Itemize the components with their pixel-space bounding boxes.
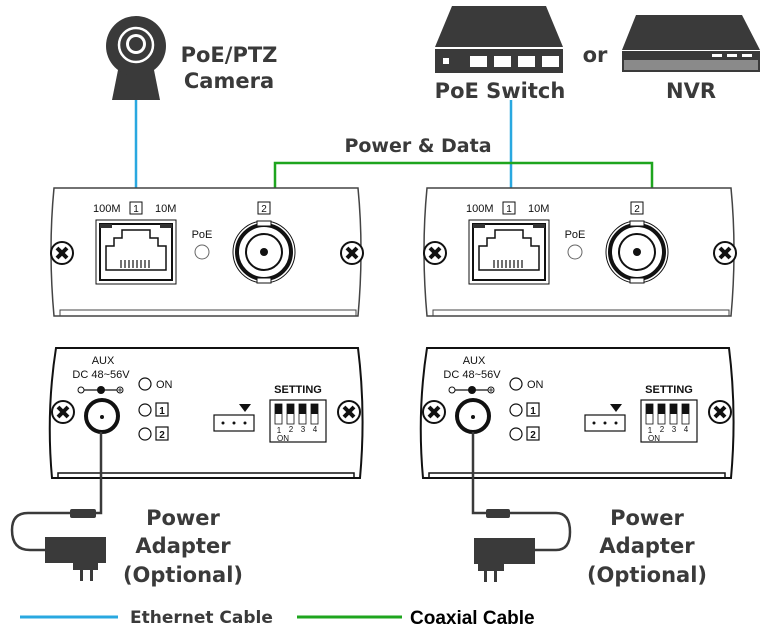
poe-led-icon: [567, 244, 583, 260]
screw-icon: [340, 241, 364, 265]
led-2-icon: [509, 427, 523, 441]
poe-switch-icon: [435, 6, 563, 73]
dip-3-label: 3: [301, 425, 306, 434]
dip-switch-icon: [640, 399, 698, 443]
bnc-connector-icon: [232, 220, 296, 284]
screw-icon: [422, 400, 446, 424]
dip-switch-icon: [269, 399, 327, 443]
header-connector-icon: [584, 404, 626, 432]
aux-label: AUX: [92, 355, 115, 367]
dip-on-label: ON: [277, 434, 289, 443]
port1-number: 1: [133, 204, 139, 215]
legend-coax-label: Coaxial Cable: [410, 608, 535, 629]
or-label: or: [583, 43, 608, 67]
led-on-label: ON: [527, 379, 544, 391]
led-1-icon: [509, 403, 523, 417]
adapter2-label-line3: (Optional): [587, 563, 707, 587]
poe-led-icon: [194, 244, 210, 260]
dip-on-label: ON: [648, 434, 660, 443]
led-on-icon: [138, 377, 152, 391]
port1-speed-100m: 100M: [466, 203, 494, 215]
dc-voltage-label: DC 48~56V: [443, 369, 501, 381]
dip-4-label: 4: [684, 425, 689, 434]
led-on-label: ON: [156, 379, 173, 391]
screw-icon: [51, 400, 75, 424]
bnc-connector-icon: [605, 220, 669, 284]
nvr-label: NVR: [666, 79, 716, 103]
adapter1-label-line3: (Optional): [123, 563, 243, 587]
led-1-label: 1: [530, 406, 536, 417]
screw-icon: [708, 400, 732, 424]
adapter1-label-line1: Power: [146, 506, 220, 530]
adapter2-label-line1: Power: [610, 506, 684, 530]
dip-3-label: 3: [672, 425, 677, 434]
polarity-icon: [77, 386, 124, 394]
unit2-back-panel: AUX DC 48~56V ON 1 2 SETTING: [419, 347, 735, 479]
poe-led-label: PoE: [192, 229, 213, 241]
camera-label-line1: PoE/PTZ: [181, 43, 278, 67]
dc-jack-icon: [84, 398, 120, 434]
dip-4-label: 4: [313, 425, 318, 434]
led-1-icon: [138, 403, 152, 417]
dip-1-label: 1: [277, 426, 282, 435]
dc-voltage-label: DC 48~56V: [72, 369, 130, 381]
port1-speed-100m: 100M: [93, 203, 121, 215]
led-2-icon: [138, 427, 152, 441]
dip-2-label: 2: [660, 425, 665, 434]
led-2-label: 2: [159, 430, 165, 441]
coaxial-cable-link: [273, 161, 654, 190]
screw-icon: [50, 241, 74, 265]
header-connector-icon: [213, 404, 255, 432]
dip-2-label: 2: [289, 425, 294, 434]
adapter2-label-line2: Adapter: [599, 534, 695, 558]
rj45-port-icon: [468, 219, 550, 285]
unit1-front-panel: 100M 1 10M PoE 2: [50, 187, 364, 317]
switch-label: PoE Switch: [435, 79, 566, 103]
screw-icon: [713, 241, 737, 265]
poe-led-label: PoE: [565, 229, 586, 241]
power-adapter-icon: [10, 432, 106, 581]
led-1-label: 1: [159, 406, 165, 417]
adapter1-label-line2: Adapter: [135, 534, 231, 558]
port1-speed-10m: 10M: [528, 203, 549, 215]
port2-number: 2: [634, 204, 640, 215]
camera-icon: [106, 16, 166, 100]
screw-icon: [423, 241, 447, 265]
power-data-label: Power & Data: [344, 135, 491, 157]
dc-jack-icon: [455, 398, 491, 434]
unit2-front-panel: 100M 1 10M PoE 2: [423, 187, 737, 317]
setting-label: SETTING: [645, 384, 693, 396]
port2-number: 2: [261, 204, 267, 215]
setting-label: SETTING: [274, 384, 322, 396]
nvr-icon: [622, 15, 760, 72]
port1-speed-10m: 10M: [155, 203, 176, 215]
port1-number: 1: [506, 204, 512, 215]
aux-label: AUX: [463, 355, 486, 367]
unit1-back-panel: AUX DC 48~56V ON 1 2 SETTING: [48, 347, 364, 479]
led-2-label: 2: [530, 430, 536, 441]
rj45-port-icon: [95, 219, 177, 285]
legend: Ethernet Cable Coaxial Cable: [20, 608, 535, 629]
power-adapter-icon: [471, 432, 572, 582]
screw-icon: [337, 400, 361, 424]
camera-label-line2: Camera: [184, 69, 274, 93]
polarity-icon: [448, 386, 495, 394]
legend-ethernet-label: Ethernet Cable: [130, 608, 273, 628]
led-on-icon: [509, 377, 523, 391]
dip-1-label: 1: [648, 426, 653, 435]
